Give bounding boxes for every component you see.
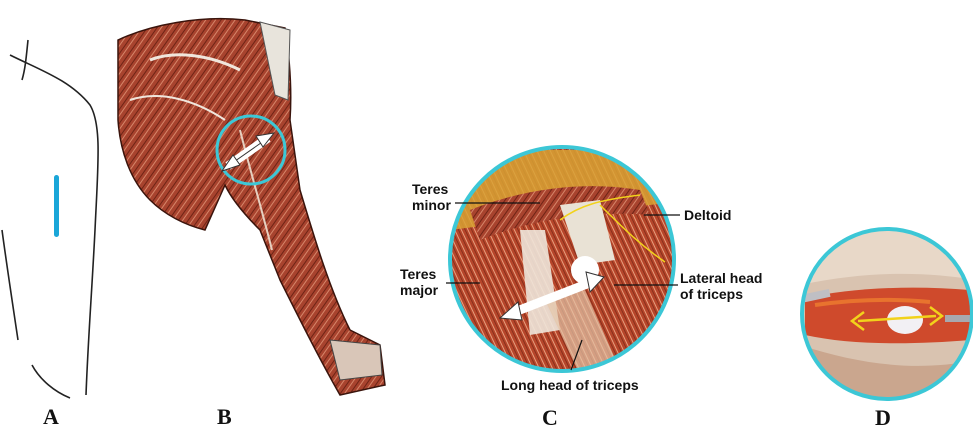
label-teres-major: Teres major bbox=[400, 266, 438, 298]
incision-mark bbox=[54, 175, 59, 237]
label-deltoid: Deltoid bbox=[684, 207, 731, 223]
panel-c-magnified-view bbox=[440, 140, 690, 380]
panel-label-d: D bbox=[875, 405, 891, 431]
panel-label-b: B bbox=[217, 404, 232, 430]
panel-label-a: A bbox=[43, 404, 59, 430]
panel-label-c: C bbox=[542, 405, 558, 431]
label-teres-minor: Teres minor bbox=[412, 181, 451, 213]
label-lateral-head-triceps: Lateral head of triceps bbox=[680, 270, 762, 302]
panel-b-arm-drawing bbox=[118, 19, 385, 395]
label-long-head-triceps: Long head of triceps bbox=[501, 377, 639, 393]
panel-a-back-outline bbox=[2, 40, 98, 398]
